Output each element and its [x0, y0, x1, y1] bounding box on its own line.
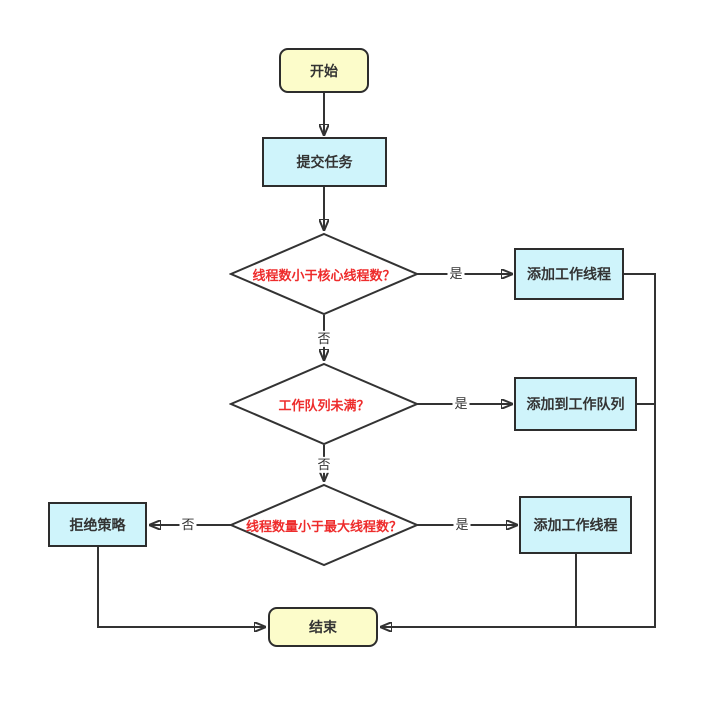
edge-label-d2-yes: 是 — [452, 395, 470, 413]
edge-label-d1-no: 否 — [315, 330, 333, 348]
add-worker-thread-1-node: 添加工作线程 — [514, 248, 624, 300]
start-label: 开始 — [310, 62, 338, 79]
decision-max-thread-count-label: 线程数量小于最大线程数？ — [245, 518, 402, 534]
add-worker-thread-2-label: 添加工作线程 — [533, 517, 618, 533]
decision-max-thread-count: 线程数量小于最大线程数？ — [229, 483, 419, 567]
edge-label-d3-no: 否 — [179, 516, 197, 534]
edge-label-d2-no: 否 — [315, 456, 333, 474]
decision-queue-not-full: 工作队列未满？ — [229, 362, 419, 446]
end-node: 结束 — [268, 607, 378, 647]
submit-task-label: 提交任务 — [296, 154, 353, 170]
reject-policy-node: 拒绝策略 — [48, 502, 147, 547]
diamond-shape — [229, 483, 419, 567]
diamond-shape — [229, 362, 419, 446]
add-worker-thread-1-label: 添加工作线程 — [527, 266, 611, 282]
decision-core-thread-count: 线程数小于核心线程数？ — [229, 232, 419, 316]
submit-task-node: 提交任务 — [262, 137, 387, 187]
add-to-work-queue-node: 添加到工作队列 — [514, 377, 637, 431]
decision-core-thread-count-label: 线程数小于核心线程数？ — [252, 267, 396, 283]
diamond-shape — [229, 232, 419, 316]
decision-queue-not-full-label: 工作队列未满？ — [278, 397, 370, 413]
reject-policy-label: 拒绝策略 — [69, 516, 126, 533]
edge-label-d3-yes: 是 — [453, 516, 471, 534]
add-worker-thread-2-node: 添加工作线程 — [519, 496, 632, 554]
end-label: 结束 — [309, 619, 337, 635]
start-node: 开始 — [279, 48, 369, 93]
edge-reject-end — [97, 547, 265, 627]
edge-label-d1-yes: 是 — [447, 265, 465, 283]
edge-right-rail-end — [381, 273, 656, 627]
add-to-work-queue-label: 添加到工作队列 — [526, 396, 625, 412]
